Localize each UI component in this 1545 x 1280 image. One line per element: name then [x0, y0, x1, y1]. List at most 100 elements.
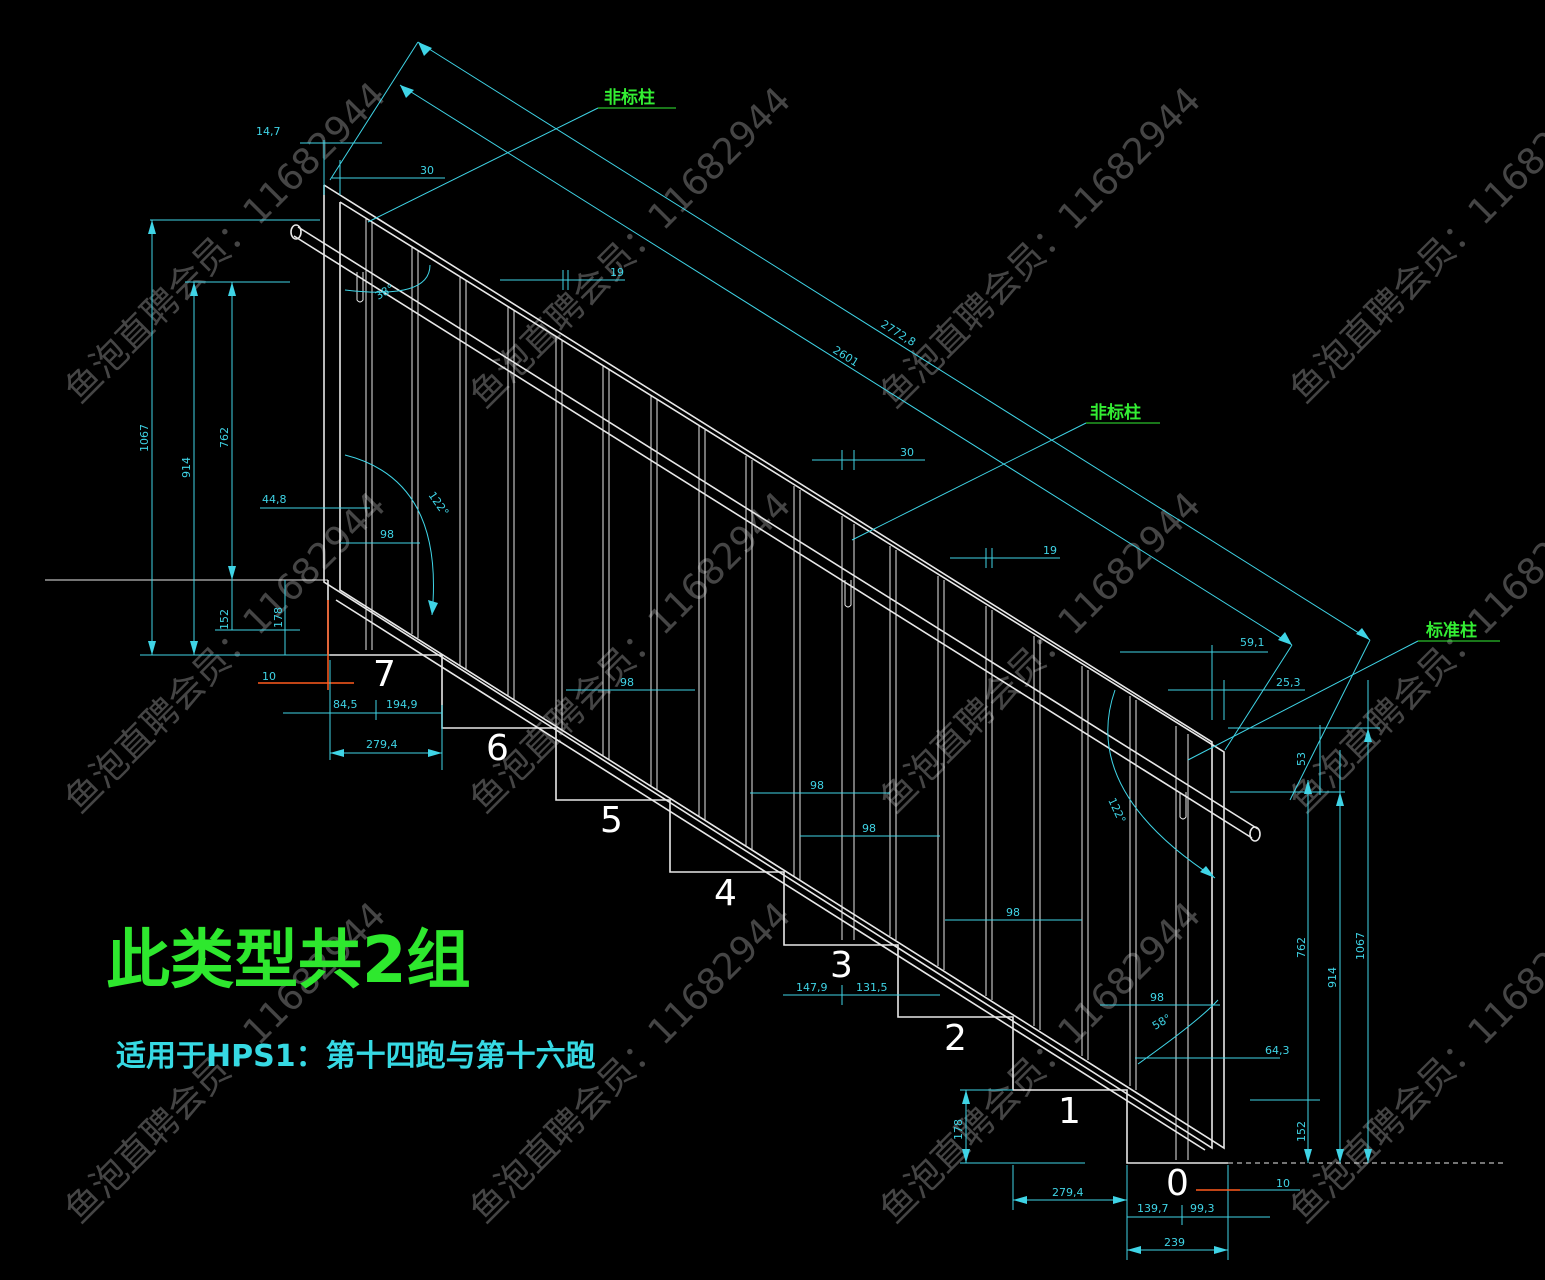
dim-text: 279,4 — [366, 738, 398, 751]
dim-text: 131,5 — [856, 981, 888, 994]
baluster — [1033, 636, 1041, 1030]
bottom-rail — [335, 599, 1206, 1151]
dim-text: 25,3 — [1276, 676, 1301, 689]
balusters — [365, 218, 1189, 1160]
baluster — [985, 606, 993, 1000]
dim-text: 98 — [620, 676, 634, 689]
railing-frame — [290, 184, 1261, 1151]
baluster — [555, 336, 563, 730]
post-label-nonstandard: 非标柱 — [1090, 402, 1141, 423]
dim-text: 98 — [1150, 991, 1164, 1004]
baluster — [411, 246, 419, 638]
leader-line — [1187, 640, 1419, 761]
dim-text: 122° — [426, 489, 452, 518]
dim-text: 30 — [420, 164, 434, 177]
handrail-bracket — [844, 580, 852, 608]
step-number: 3 — [830, 945, 853, 986]
baluster — [1175, 726, 1189, 1160]
dim-text: 762 — [218, 427, 231, 448]
leader-line — [367, 107, 599, 223]
watermark-text: 鱼泡直聘会员：11682944 — [1282, 895, 1545, 1232]
baluster — [459, 276, 467, 670]
watermark-text: 鱼泡直聘会员：11682944 — [57, 485, 394, 822]
step-number: 1 — [1058, 1091, 1081, 1132]
dim-text: 2601 — [830, 344, 861, 370]
baluster — [793, 486, 801, 880]
step-number: 5 — [600, 800, 623, 841]
watermark-text: 鱼泡直聘会员：11682944 — [462, 80, 799, 417]
dim-text: 64,3 — [1265, 1044, 1290, 1057]
dim-text: 38° — [373, 282, 396, 303]
dim-text: 99,3 — [1190, 1202, 1215, 1215]
dim-text: 239 — [1164, 1236, 1185, 1249]
dim-text: 152 — [218, 609, 231, 630]
handrail-bracket — [1179, 792, 1187, 820]
dim-text: 147,9 — [796, 981, 828, 994]
watermark-text: 鱼泡直聘会员：11682944 — [872, 80, 1209, 417]
baluster — [841, 516, 855, 940]
baluster — [602, 366, 610, 760]
leader-line — [851, 422, 1087, 541]
baluster — [1081, 666, 1089, 1060]
dim-text: 14,7 — [256, 125, 281, 138]
step-number: 0 — [1166, 1163, 1189, 1204]
dim-text: 98 — [380, 528, 394, 541]
dimension-arrows — [148, 42, 1372, 1254]
step-number: 4 — [714, 873, 737, 914]
handrail-top — [297, 226, 1259, 830]
watermark-text: 鱼泡直聘会员：11682944 — [1282, 75, 1545, 412]
drawing-title: 此类型共2组 — [106, 924, 471, 998]
handrail-end-right — [1249, 826, 1261, 842]
watermark-text: 鱼泡直聘会员：11682944 — [57, 75, 394, 412]
dim-text: 98 — [862, 822, 876, 835]
baluster — [650, 396, 658, 790]
dim-text: 122° — [1105, 796, 1128, 826]
dim-text: 84,5 — [333, 698, 358, 711]
step-number: 6 — [486, 728, 509, 769]
watermark-text: 鱼泡直聘会员：11682944 — [1282, 485, 1545, 822]
handrail-end-left — [290, 224, 302, 240]
step-number: 7 — [373, 654, 396, 695]
dim-text: 178 — [272, 607, 285, 628]
dim-text: 19 — [610, 266, 624, 279]
dim-text: 914 — [180, 457, 193, 478]
dim-text: 1067 — [1354, 932, 1367, 960]
step-number: 2 — [944, 1018, 967, 1059]
dim-text: 1067 — [138, 424, 151, 452]
stair-profile — [45, 579, 1505, 1164]
watermark-text: 鱼泡直聘会员：11682944 — [462, 485, 799, 822]
dim-text: 59,1 — [1240, 636, 1265, 649]
dim-text: 279,4 — [1052, 1186, 1084, 1199]
dim-text: 10 — [1276, 1177, 1290, 1190]
baluster — [365, 218, 373, 650]
dim-text: 178 — [952, 1119, 965, 1140]
watermark-text: 鱼泡直聘会员：11682944 — [872, 895, 1209, 1232]
baluster — [1129, 696, 1137, 1090]
baluster — [937, 576, 945, 970]
dim-text: 98 — [810, 779, 824, 792]
post-label-standard: 标准柱 — [1426, 620, 1477, 641]
handrail-bracket — [356, 272, 364, 303]
dim-text: 30 — [900, 446, 914, 459]
dim-text: 58° — [1150, 1012, 1173, 1033]
dim-text: 762 — [1295, 937, 1308, 958]
dim-text: 98 — [1006, 906, 1020, 919]
dim-text: 19 — [1043, 544, 1057, 557]
frame-inner — [339, 201, 1225, 1150]
baluster — [889, 546, 897, 940]
frame-outer — [323, 184, 1213, 1150]
dim-text: 139,7 — [1137, 1202, 1169, 1215]
step-numbers: 7 6 5 4 3 2 1 0 — [373, 654, 1189, 1204]
drawing-subtitle: 适用于HPS1：第十四跑与第十六跑 — [116, 1039, 596, 1074]
baluster — [507, 306, 515, 700]
dim-text: 53 — [1295, 752, 1308, 766]
post-label-nonstandard: 非标柱 — [604, 87, 655, 108]
dim-text: 194,9 — [386, 698, 418, 711]
watermark-text: 鱼泡直聘会员：11682944 — [872, 485, 1209, 822]
dim-text: 152 — [1295, 1121, 1308, 1142]
dim-text: 2772,8 — [878, 318, 918, 349]
dimension-lines — [140, 41, 1380, 1260]
stair-steps-line — [328, 654, 1228, 1164]
post-labels: 非标柱 非标柱 标准柱 — [367, 87, 1500, 761]
